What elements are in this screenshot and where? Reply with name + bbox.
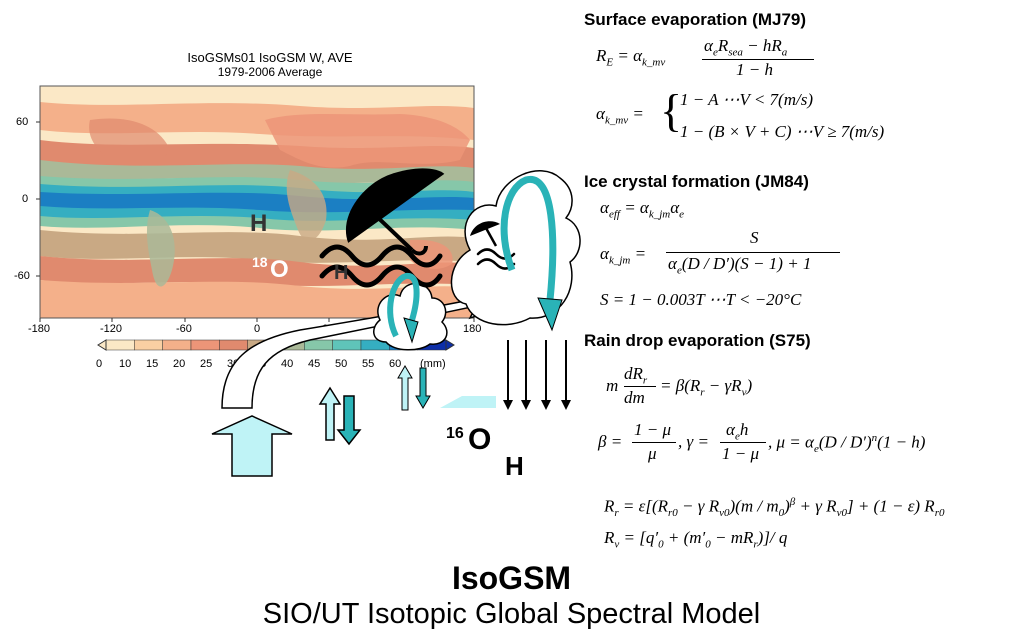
colorbar-tick: 0 [96,358,103,370]
down-arrow-icon [415,367,431,409]
up-arrow-icon [318,386,342,441]
equation-rv: Rv = [q′0 + (m′0 − mRr)]/ q [604,528,788,551]
o18-label: O [270,256,289,283]
colorbar-tick: 60 [389,358,402,370]
map-ytick: -60 [14,270,30,282]
map-xtick: -60 [176,323,192,335]
o18-sup: 18 [252,254,268,270]
condensation-arrow [387,273,420,338]
precip-arrow [500,175,557,301]
map-ytick: 0 [22,193,29,205]
equation-beta: β = 1 − μ μ , γ = αeh 1 − μ , μ = αe(D /… [598,420,926,463]
h-label: H [334,262,349,284]
o16-label: O [468,423,492,456]
precip-arrow-head [537,297,563,332]
condensation-arrow-head [403,317,419,344]
footer-title: IsoGSM [451,560,572,596]
equation-alpha-kmv: αk_mv = { 1 − A ⋯V < 7(m/s) 1 − (B × V +… [596,85,885,142]
wave-icon [319,244,443,288]
map-ytick: 60 [16,116,29,128]
map-xtick: -180 [28,323,51,335]
ocean-wave [440,396,496,408]
colorbar-tick-labels: 0 10 15 20 25 30 35 40 45 50 55 60 (mm) [92,358,492,372]
o16-sup: 16 [446,425,464,442]
map-xtick: -120 [100,323,123,335]
colorbar-tick: 55 [362,358,375,370]
colorbar-tick: 15 [146,358,159,370]
map-subtitle: 1979-2006 Average [217,65,323,79]
section-ice-crystal: Ice crystal formation (JM84) [584,172,809,191]
equation-alpha-kjm: αk_jm = S αe(D / D′)(S − 1) + 1 [600,228,860,278]
footer-subtitle: SIO/UT Isotopic Global Spectral Model [262,598,761,630]
colorbar-max-cap [445,339,455,351]
colorbar-min-cap [97,339,107,351]
umbrella-icon [470,221,500,247]
colorbar-tick: 20 [173,358,186,370]
alpha-case2: 1 − (B × V + C) ⋯V ≥ 7(m/s) [680,122,885,141]
alpha-case1: 1 − A ⋯V < 7(m/s) [680,90,813,109]
colorbar-tick: 25 [200,358,213,370]
colorbar-tick: 40 [281,358,294,370]
down-arrow-icon [336,395,362,446]
colorbar-tick: 10 [119,358,132,370]
equation-rr: Rr = ε[(Rr0 − γ Rv0)(m / m0)β + γ Rv0] +… [604,496,945,520]
map-xtick: 180 [463,323,482,335]
map-xtick: 0 [254,323,261,335]
section-rain-drop: Rain drop evaporation (S75) [584,331,811,350]
umbrella-icon [346,168,445,256]
section-surface-evaporation: Surface evaporation (MJ79) [584,10,807,29]
colorbar-tick: 50 [335,358,348,370]
up-arrow-icon [397,365,413,411]
map-title: IsoGSMs01 IsoGSM W, AVE [187,50,353,65]
equation-alpha-eff: αeff = αk_jmαe [600,198,685,221]
hydrologic-cycle-illustration [211,168,581,477]
colorbar-tick: 45 [308,358,321,370]
h-label: H [250,210,268,237]
colorbar-unit: (mm) [420,358,446,370]
big-up-arrow [211,415,293,477]
rain-arrows [507,340,567,402]
h-label: H [505,451,524,481]
equation-m: m dRr dm = β(Rr − γRv) [606,364,753,407]
equation-s: S = 1 − 0.003T ⋯T < −20°C [600,290,802,309]
equation-re: RE = αk_mv αeRsea − hRa 1 − h [596,36,826,80]
